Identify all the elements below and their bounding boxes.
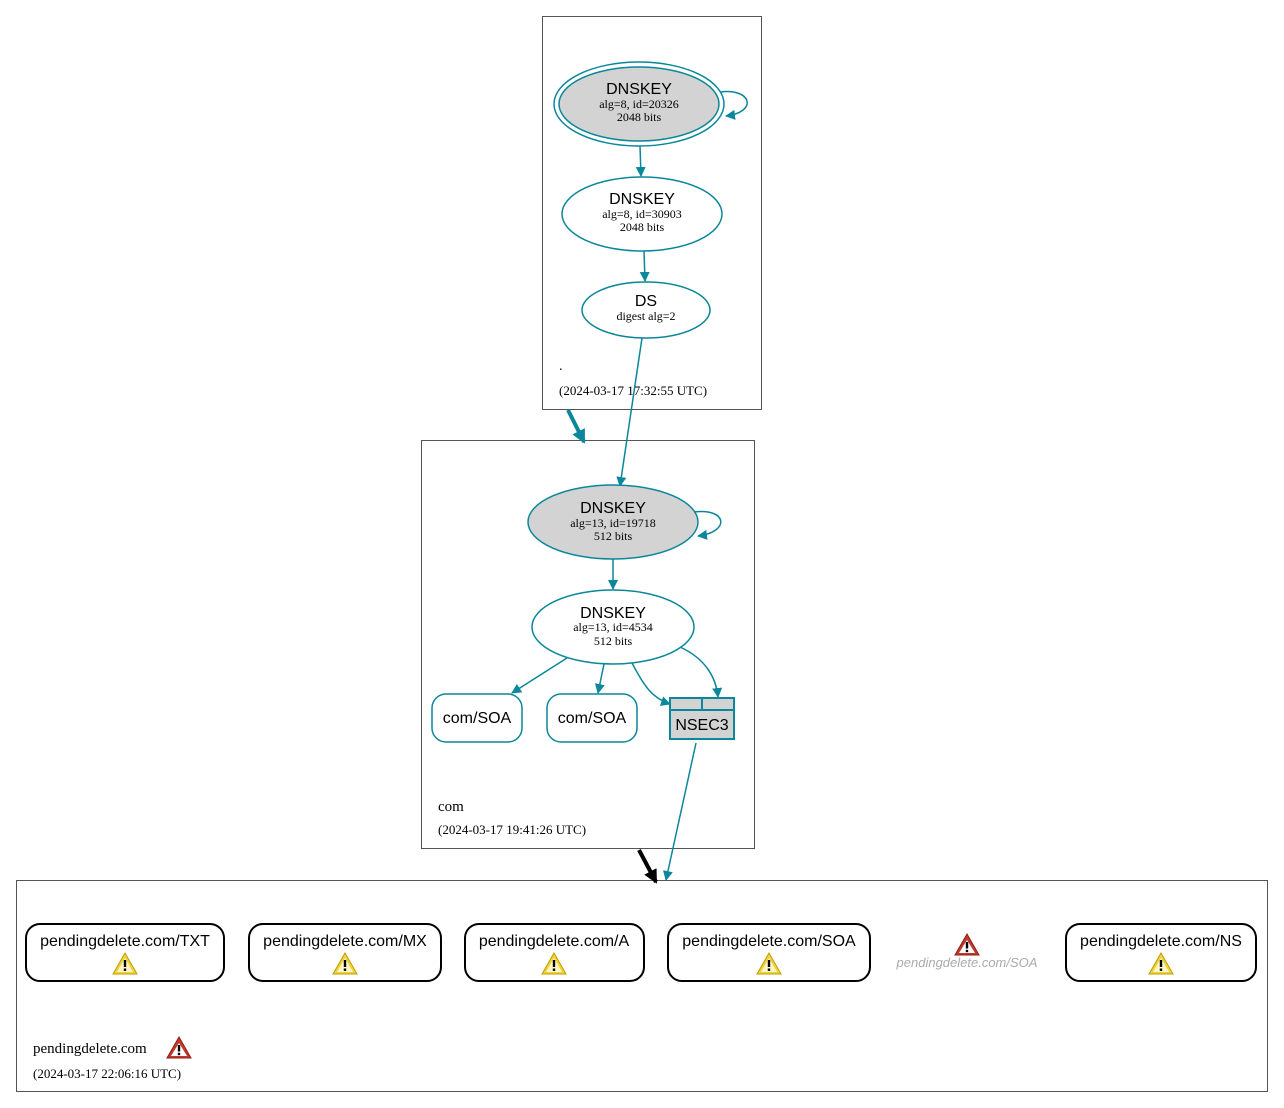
root-zone-name: . bbox=[559, 359, 563, 374]
record-label-txt: pendingdelete.com/TXT bbox=[40, 933, 210, 950]
com-ksk-title: DNSKEY bbox=[580, 500, 646, 517]
com-zsk-title: DNSKEY bbox=[580, 605, 646, 622]
root-ksk-node[interactable]: DNSKEY alg=8, id=20326 2048 bits bbox=[553, 61, 725, 147]
edge-root-zsk-ds bbox=[639, 250, 650, 282]
domain-zone-box bbox=[16, 880, 1268, 1092]
com-ksk-node[interactable]: DNSKEY alg=13, id=19718 512 bits bbox=[527, 484, 699, 560]
record-node-txt[interactable]: pendingdelete.com/TXT bbox=[25, 923, 225, 982]
com-ksk-alg: alg=13, id=19718 bbox=[570, 516, 656, 530]
record-label-a: pendingdelete.com/A bbox=[479, 933, 630, 950]
root-ds-digest: digest alg=2 bbox=[616, 309, 675, 323]
record-node-soa[interactable]: pendingdelete.com/SOA bbox=[667, 923, 871, 982]
record-label-soa-missing: pendingdelete.com/SOA bbox=[896, 955, 1038, 970]
domain-zone-name: pendingdelete.com bbox=[33, 1041, 147, 1057]
root-ksk-self-edge bbox=[719, 90, 748, 120]
com-soa-label-1: com/SOA bbox=[443, 710, 512, 727]
com-zsk-node[interactable]: DNSKEY alg=13, id=4534 512 bits bbox=[531, 589, 695, 665]
root-ds-title: DS bbox=[635, 293, 657, 310]
com-ksk-bits: 512 bits bbox=[594, 529, 633, 543]
com-nsec3-label: NSEC3 bbox=[675, 717, 728, 734]
edge-root-ds-com-ksk bbox=[616, 337, 643, 487]
root-zsk-title: DNSKEY bbox=[609, 191, 675, 208]
com-zone-timestamp: (2024-03-17 19:41:26 UTC) bbox=[438, 822, 586, 837]
root-ds-node[interactable]: DS digest alg=2 bbox=[581, 281, 711, 339]
record-node-soa-missing[interactable]: pendingdelete.com/SOA bbox=[896, 933, 1038, 970]
root-ksk-title: DNSKEY bbox=[606, 81, 672, 98]
com-zone-name: com bbox=[438, 799, 464, 815]
zone-error-icon bbox=[166, 1036, 192, 1059]
root-ksk-bits: 2048 bits bbox=[617, 110, 662, 124]
root-zone-timestamp: (2024-03-17 17:32:55 UTC) bbox=[559, 383, 707, 398]
com-zone-box bbox=[421, 440, 755, 849]
com-nsec3-node[interactable]: NSEC3 bbox=[669, 697, 735, 740]
edge-com-zsk-soa2 bbox=[594, 663, 605, 694]
delegation-root-com bbox=[566, 409, 586, 444]
record-label-ns: pendingdelete.com/NS bbox=[1080, 933, 1242, 950]
edge-nsec3-domain bbox=[663, 742, 697, 881]
domain-zone-timestamp: (2024-03-17 22:06:16 UTC) bbox=[33, 1066, 181, 1081]
edge-com-zsk-nsec3-a bbox=[631, 662, 671, 706]
edge-com-zsk-nsec3-b bbox=[679, 646, 723, 698]
com-zsk-alg: alg=13, id=4534 bbox=[573, 620, 653, 634]
root-zsk-alg: alg=8, id=30903 bbox=[602, 207, 682, 221]
com-soa-node-2[interactable]: com/SOA bbox=[546, 693, 638, 743]
record-node-ns[interactable]: pendingdelete.com/NS bbox=[1065, 923, 1257, 982]
root-zsk-node[interactable]: DNSKEY alg=8, id=30903 2048 bits bbox=[561, 176, 723, 252]
com-zsk-bits: 512 bits bbox=[594, 634, 633, 648]
com-soa-node-1[interactable]: com/SOA bbox=[431, 693, 523, 743]
delegation-com-domain bbox=[637, 849, 658, 884]
root-ksk-alg: alg=8, id=20326 bbox=[599, 97, 679, 111]
record-node-mx[interactable]: pendingdelete.com/MX bbox=[248, 923, 442, 982]
root-zone-box bbox=[542, 16, 762, 410]
record-label-mx: pendingdelete.com/MX bbox=[263, 933, 427, 950]
error-icon bbox=[954, 933, 980, 956]
record-node-a[interactable]: pendingdelete.com/A bbox=[464, 923, 645, 982]
edge-root-ksk-zsk bbox=[635, 145, 646, 177]
root-zsk-bits: 2048 bits bbox=[620, 220, 665, 234]
com-ksk-self-edge bbox=[693, 510, 722, 540]
edge-com-zsk-soa1 bbox=[511, 657, 568, 694]
com-soa-label-2: com/SOA bbox=[558, 710, 627, 727]
record-label-soa: pendingdelete.com/SOA bbox=[682, 933, 856, 950]
